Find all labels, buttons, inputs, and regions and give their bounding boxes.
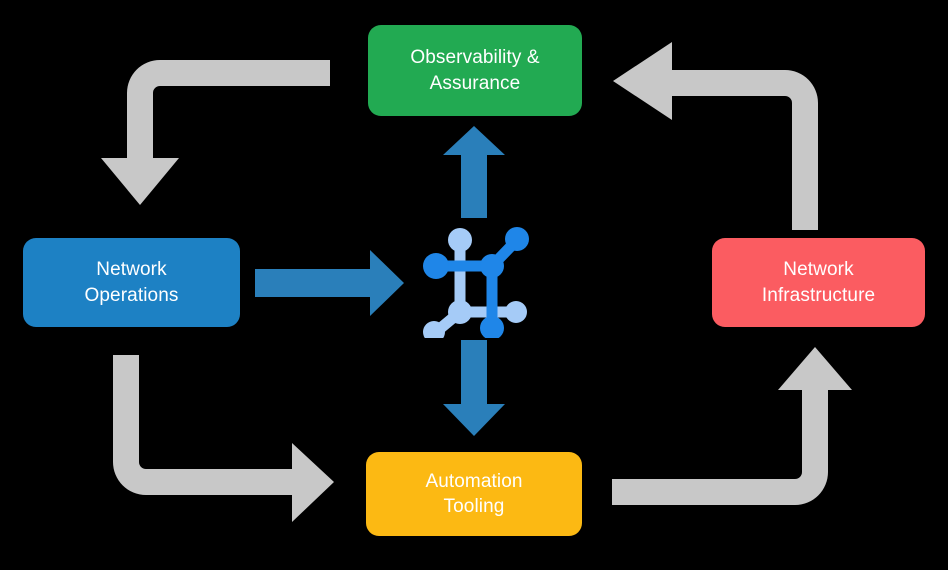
node-observability-label: Observability & Assurance bbox=[410, 47, 540, 94]
gray-arrow-operations-to-automation bbox=[113, 355, 334, 522]
topology-nodes bbox=[423, 227, 529, 343]
blue-arrow-center-to-observability bbox=[443, 126, 505, 218]
node-network-infrastructure-label: Network Infrastructure bbox=[761, 259, 876, 306]
node-network-infrastructure[interactable]: Network Infrastructure bbox=[712, 238, 925, 327]
node-observability-assurance[interactable]: Observability & Assurance bbox=[368, 25, 582, 116]
node-network-operations-label: Network Operations bbox=[84, 259, 179, 306]
node-automation-tooling-label: Automation Tooling bbox=[425, 470, 523, 517]
blue-arrow-center-to-automation bbox=[443, 340, 505, 436]
node-automation-tooling[interactable]: Automation Tooling bbox=[366, 452, 582, 536]
network-topology-icon-wrapper bbox=[420, 220, 535, 343]
gray-arrow-observability-to-operations bbox=[101, 60, 330, 205]
gray-arrow-infrastructure-to-observability bbox=[613, 42, 818, 230]
blue-arrow-operations-to-center bbox=[255, 250, 404, 316]
node-network-operations[interactable]: Network Operations bbox=[23, 238, 240, 327]
gray-arrow-automation-to-infrastructure bbox=[612, 347, 852, 505]
network-topology-icon bbox=[423, 227, 529, 343]
